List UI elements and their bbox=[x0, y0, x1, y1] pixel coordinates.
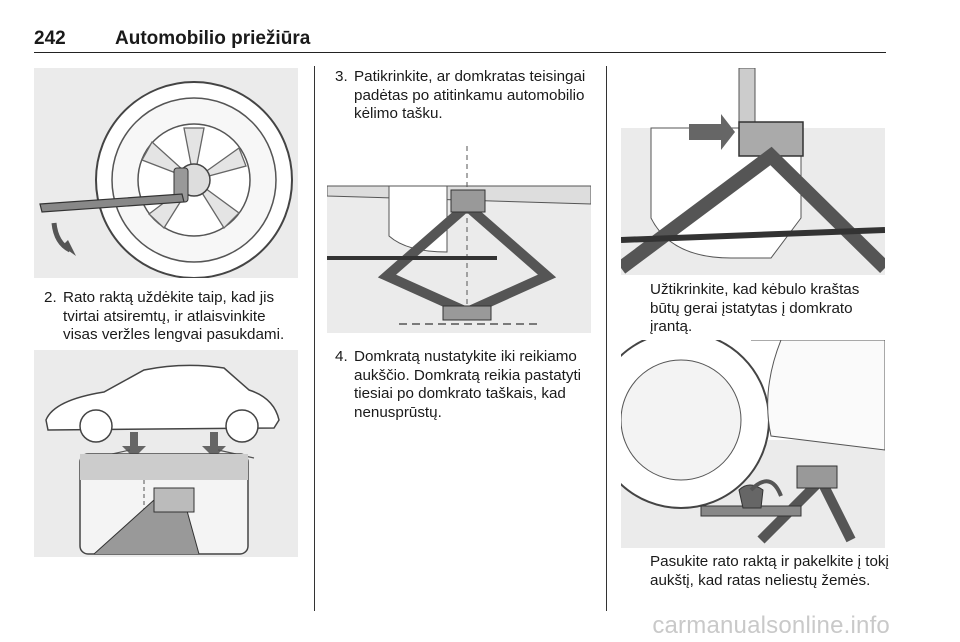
step-3-number: 3. bbox=[335, 68, 348, 85]
page-title: Automobilio priežiūra bbox=[115, 28, 311, 49]
step-3-text: Patikrinkite, ar domkratas teisingai pad… bbox=[354, 68, 586, 123]
watermark: carmanualsonline.info bbox=[652, 612, 890, 639]
column-divider-1 bbox=[314, 66, 316, 611]
step-3: 3. Patikrinkite, ar domkratas teisingai … bbox=[335, 68, 595, 124]
step-2: 2. Rato raktą uždėkite taip, kad jis tvi… bbox=[44, 289, 302, 345]
step-4: 4. Domkratą nustatykite iki reikiamo auk… bbox=[335, 348, 597, 422]
caption-jack-head: Užtikrinkite, kad kėbulo kraštas būtų ge… bbox=[650, 281, 860, 336]
step-4-number: 4. bbox=[335, 348, 348, 365]
figure-car-jack-points bbox=[34, 350, 298, 557]
page-number: 242 bbox=[34, 28, 66, 49]
caption-raise-wheel: Pasukite rato raktą ir pakelkite į tokį … bbox=[650, 553, 889, 589]
header-divider bbox=[34, 52, 886, 54]
step-4-text: Domkratą nustatykite iki reikiamo aukšči… bbox=[354, 348, 582, 421]
figure-wheel-wrench bbox=[34, 68, 298, 278]
step-2-text: Rato raktą uždėkite taip, kad jis tvirta… bbox=[63, 289, 285, 344]
figure-jack-head-detail bbox=[621, 68, 885, 275]
figure-jack-position bbox=[327, 126, 591, 333]
step-2-number: 2. bbox=[44, 289, 57, 306]
figure-raise-wheel bbox=[621, 340, 885, 548]
column-divider-2 bbox=[606, 66, 608, 611]
